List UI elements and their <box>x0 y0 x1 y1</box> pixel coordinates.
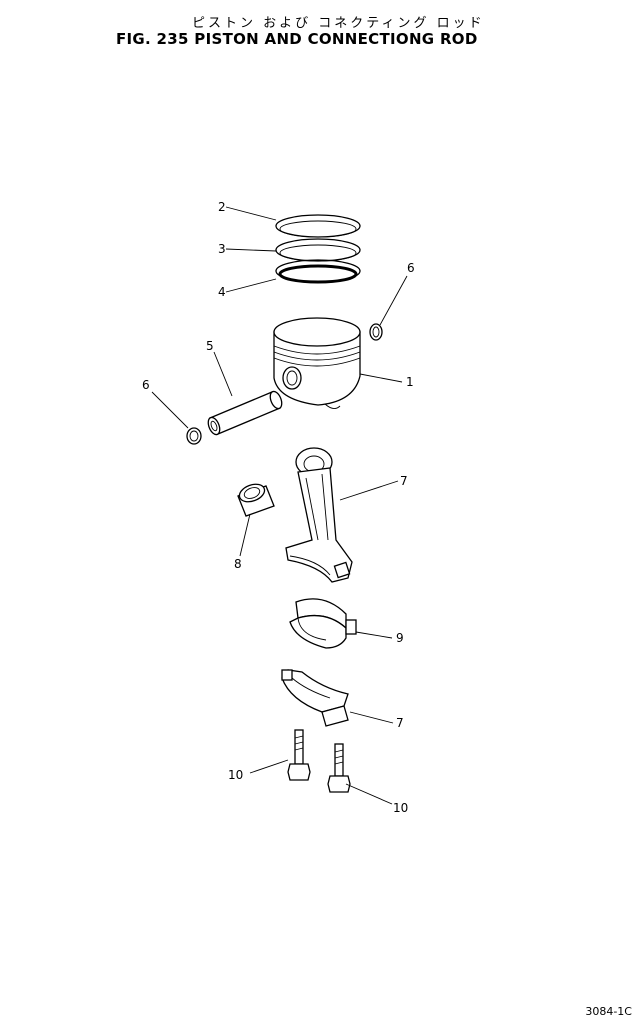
snap-ring-right <box>369 323 383 341</box>
snap-ring-left <box>186 427 202 445</box>
bearing-shells <box>289 598 357 649</box>
callout-2: 2 <box>218 200 226 214</box>
bolt-right <box>327 743 351 793</box>
title-japanese: ピストン および コネクティング ロッド <box>192 16 485 31</box>
piston-ring-4 <box>275 259 361 284</box>
piston-ring-3 <box>275 238 361 262</box>
callout-4: 4 <box>218 285 226 299</box>
callout-9: 9 <box>396 631 404 645</box>
leader-lines <box>151 206 408 805</box>
callout-7-rod: 7 <box>400 474 408 488</box>
connecting-rod <box>285 447 353 583</box>
callout-5: 5 <box>206 339 214 353</box>
bolt-left <box>287 729 311 781</box>
callout-3: 3 <box>218 242 226 256</box>
callout-10-left: 10 <box>228 768 243 782</box>
piston-ring-2 <box>275 214 361 238</box>
connecting-rod-cap <box>281 669 349 727</box>
callout-10-right: 10 <box>393 801 408 815</box>
piston-pin <box>207 390 283 436</box>
small-end-bushing <box>237 483 275 517</box>
piston <box>273 317 361 409</box>
callout-1: 1 <box>406 375 414 389</box>
callout-6-left: 6 <box>142 378 150 392</box>
callout-8: 8 <box>234 557 242 571</box>
drawing-code: 3084-1C <box>585 1005 632 1018</box>
callout-7-cap: 7 <box>396 716 404 730</box>
figure-title: FIG. 235 PISTON AND CONNECTIONG ROD <box>116 30 478 48</box>
callout-6-right: 6 <box>407 261 415 275</box>
